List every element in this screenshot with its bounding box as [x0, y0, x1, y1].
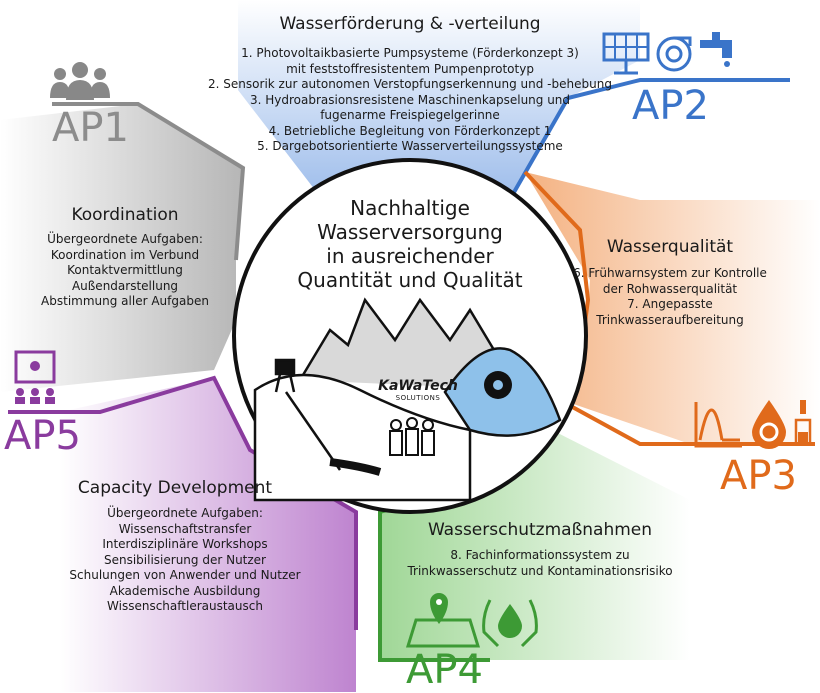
center-title-line: Quantität und Qualität [297, 268, 523, 292]
ap4-items: 8. Fachinformationssystem zu Trinkwasser… [395, 548, 685, 579]
ap4-title: Wasserschutzmaßnahmen [427, 520, 653, 540]
ap2-item: 5. Dargebotsorientierte Wasserverteilung… [257, 139, 563, 153]
ap2-label: AP2 [632, 83, 709, 129]
ap5-item: Wissenschaftleraustausch [107, 599, 263, 613]
ap1-item: Übergeordnete Aufgaben: [47, 232, 203, 246]
ap5-label: AP5 [4, 413, 81, 459]
ap3-item: 6. Frühwarnsystem zur Kontrolle [573, 266, 767, 280]
ap5-item: Schulungen von Anwender und Nutzer [69, 568, 301, 582]
ap3-item: 7. Angepasste [627, 297, 713, 311]
ap3-label: AP3 [720, 453, 797, 499]
segment-ap3 [525, 172, 820, 444]
center-landscape-icon [253, 297, 562, 502]
ap1-item: Abstimmung aller Aufgaben [41, 294, 209, 308]
segment-ap1-border [52, 102, 246, 261]
ap2-item: 1. Photovoltaikbasierte Pumpsysteme (För… [241, 46, 579, 60]
ap2-title: Wasserförderung & -verteilung [279, 14, 541, 34]
ap1-title: Koordination [71, 205, 179, 225]
segment-ap2-border [511, 78, 790, 195]
ap4-item: 8. Fachinformationssystem zu [450, 548, 630, 562]
center-title-line: Nachhaltige [350, 196, 470, 220]
ap5-items: Übergeordnete Aufgaben: Wissenschaftstra… [60, 506, 310, 615]
segment-ap4 [380, 424, 690, 660]
ap5-item: Akademische Ausbildung [109, 583, 261, 598]
ap3-item: Trinkwasseraufbereitung [596, 312, 744, 327]
ap3-item: der Rohwasserqualität [602, 281, 738, 296]
ap1-item: Außendarstellung [71, 278, 179, 293]
ap2-items: 1. Photovoltaikbasierte Pumpsysteme (För… [190, 46, 630, 155]
ap5-item: Übergeordnete Aufgaben: [107, 506, 263, 520]
water-drop-icon [752, 400, 786, 449]
ap2-item: fugenarme Freispiegelgerinne [320, 108, 500, 122]
ap3-items: 6. Frühwarnsystem zur Kontrolle der Rohw… [560, 266, 780, 328]
ap4-label: AP4 [406, 647, 483, 693]
ap2-item: 4. Betriebliche Begleitung von Förderkon… [268, 123, 552, 138]
ap2-item: 3. Hydroabrasionsresistene Maschinenkaps… [249, 92, 571, 107]
water-treatment-icon [794, 400, 812, 446]
segment-ap5-border [8, 375, 358, 630]
kawatech-logo: KaWaTech SOLUTIONS [378, 378, 458, 403]
pump-icon [656, 36, 692, 72]
map-pin-icon [405, 593, 481, 648]
center-title-line: Wasserversorgung [317, 220, 503, 244]
logo-subtitle: SOLUTIONS [395, 394, 441, 402]
segment-ap5 [60, 378, 356, 692]
presentation-icon [14, 350, 56, 404]
segment-ap1 [0, 104, 243, 392]
water-quality-chart-icon [694, 402, 742, 448]
ap5-title: Capacity Development [77, 478, 273, 498]
group-icon [50, 62, 110, 100]
ap5-item: Wissenschaftstransfer [118, 521, 252, 536]
ap3-title: Wasserqualität [606, 237, 734, 257]
ap1-label: AP1 [52, 105, 129, 151]
ap1-item: Koordination im Verbund [50, 247, 200, 262]
ap1-item: Kontaktvermittlung [67, 263, 183, 277]
solar-panel-icon [602, 32, 650, 75]
ap1-items: Übergeordnete Aufgaben: Koordination im … [20, 232, 230, 310]
ap4-item: Trinkwasserschutz und Kontaminationsrisi… [407, 563, 673, 578]
center-title-line: in ausreichender [326, 244, 494, 268]
ap2-item: 2. Sensorik zur autonomen Verstopfungser… [208, 77, 612, 91]
people-icon [389, 417, 435, 456]
water-tap-icon [700, 32, 732, 67]
center-title: Nachhaltige Wasserversorgung in ausreich… [270, 196, 550, 292]
hands-water-icon [482, 599, 538, 648]
ap2-item: mit feststoffresistentem Pumpenprototyp [286, 61, 534, 76]
ap5-item: Interdisziplinäre Workshops [102, 537, 268, 551]
ap5-item: Sensibilisierung der Nutzer [103, 552, 266, 567]
logo-name: KaWaTech [378, 378, 458, 394]
